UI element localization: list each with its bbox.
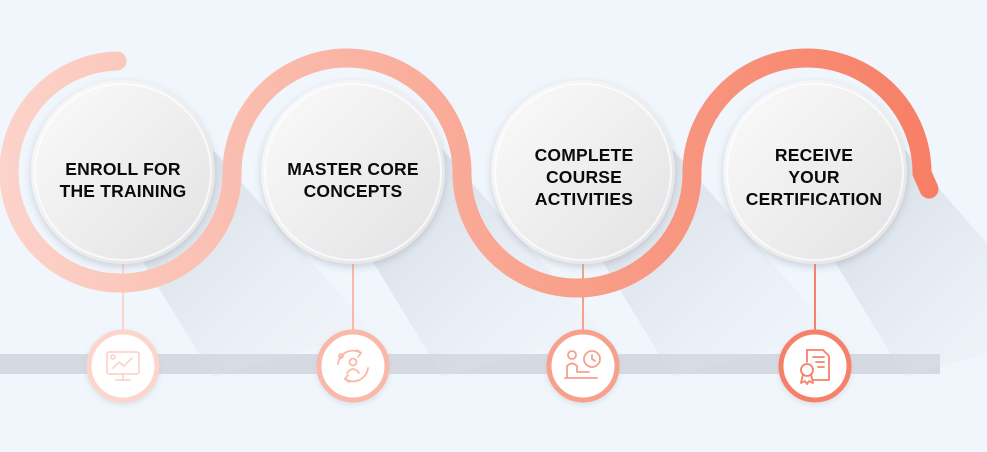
step-discs — [31, 80, 907, 264]
step-1-line-2: THE TRAINING — [59, 181, 187, 201]
step-2-label: MASTER CORE CONCEPTS — [278, 158, 428, 202]
step-2-line-1: MASTER CORE — [287, 159, 419, 179]
step-4-line-3: CERTIFICATION — [745, 189, 883, 209]
step-4-line-2: YOUR — [788, 167, 840, 187]
computer-training-icon — [86, 329, 160, 403]
step-1-line-1: ENROLL FOR — [65, 159, 181, 179]
wave-ribbon — [0, 48, 939, 298]
step-3-line-2: COURSE — [545, 167, 623, 187]
step-2-line-2: CONCEPTS — [303, 181, 403, 201]
step-3-disc — [491, 80, 675, 264]
step-2-disc — [261, 80, 445, 264]
concept-cycle-icon — [316, 329, 390, 403]
step-3-line-1: COMPLETE — [534, 145, 634, 165]
step-icons — [86, 329, 852, 403]
certificate-icon — [778, 329, 852, 403]
connectors — [122, 264, 816, 332]
step-3-line-3: ACTIVITIES — [534, 189, 634, 209]
step-1-disc — [31, 80, 215, 264]
step-3-label: COMPLETE COURSE ACTIVITIES — [509, 144, 659, 210]
step-4-disc — [723, 80, 907, 264]
step-1-label: ENROLL FOR THE TRAINING — [48, 158, 198, 202]
step-4-line-1: RECEIVE — [774, 145, 854, 165]
student-clock-icon — [546, 329, 620, 403]
step-4-label: RECEIVE YOUR CERTIFICATION — [739, 144, 889, 210]
